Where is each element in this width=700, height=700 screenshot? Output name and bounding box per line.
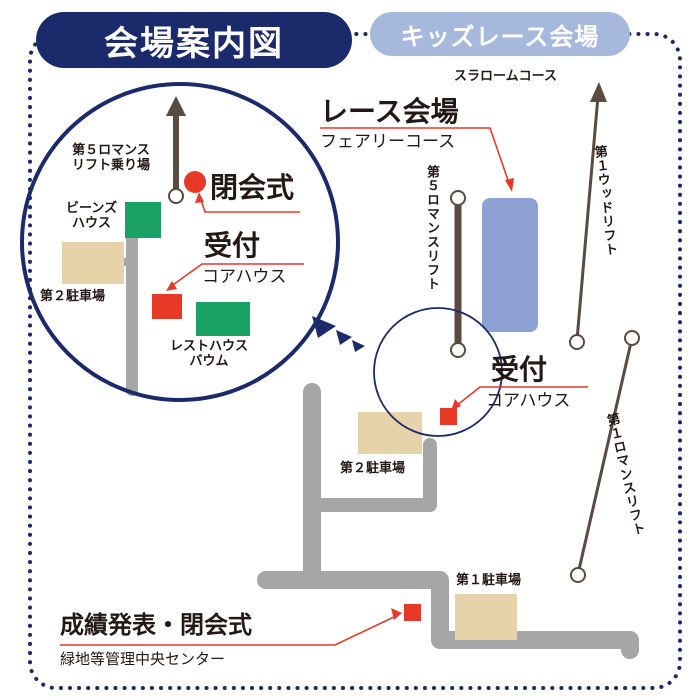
inset-rest-line2: バウム [189,353,229,369]
inset-lift5-station-label: 第５ロマンス リフト乗り場 [72,143,151,174]
inset-closing-marker [184,171,206,193]
inset-beans-house [125,202,161,238]
roads [120,226,639,659]
lift5-label: 第５ロマンスリフト [423,165,439,291]
zoom-circle [373,307,503,437]
inset-core-house [152,294,182,319]
lift1-wood-line [575,95,600,341]
race-leader-arrow [505,178,514,192]
inset-circle [20,82,340,402]
lift1-romance-bottom-station [570,567,586,583]
zoom-pointer-3 [352,340,365,352]
lift1-wood-arrow [590,82,607,102]
parking1-area [455,594,517,640]
inset-lift5-station [168,188,184,204]
lift5-top-station [450,190,466,206]
race-venue-label: レース会場 [320,95,459,128]
results-leader-arrow [391,608,402,620]
management-center-label: 緑地等管理中央センター [60,650,226,668]
zoom-pointer-2 [336,330,352,345]
inset-lift5-arrow [166,96,186,116]
lift1-romance-line [576,337,634,575]
lift1-romance-top-station [624,330,640,346]
inset-lift5-station-line1: 第５ロマンス [72,143,150,158]
dotted-border [28,32,682,690]
parking2-area [358,412,422,454]
inset-beans-label: ビーンズ ハウス [66,201,118,232]
inset-core-house-label: コアハウス [202,267,287,287]
kids-venue-badge: キッズレース会場 [370,12,630,56]
reception-label: 受付 [491,353,548,386]
lift5-bottom-station [450,342,466,358]
inset-beans-line2: ハウス [72,215,112,231]
fairy-course-slope [482,198,538,332]
fairy-course-label: フェアリーコース [320,132,456,152]
inset-parking2-label: 第２駐車場 [40,289,106,304]
results-ceremony-label: 成績発表・閉会式 [60,611,252,639]
core-house-label: コアハウス [486,391,571,411]
inset-reception-label: 受付 [204,229,261,262]
inset-rest-house-label: レストハウス バウム [170,339,249,370]
inset-core-arrow [166,281,177,291]
slalom-course-label: スラロームコース [454,69,557,84]
inset-closing-arrow [195,192,204,203]
inset-lift5-station-line2: リフト乗り場 [72,157,151,173]
core-house-marker [440,408,457,425]
core-leader-arrow [451,399,461,411]
leader-lines [60,127,588,646]
page-title: 会場案内図 [36,12,352,68]
parking1-label: 第１駐車場 [456,573,522,588]
inset-parking2-area [62,242,124,284]
inset-beans-line1: ビーンズ [66,201,118,216]
inset-closing-label: 閉会式 [210,171,295,204]
inset-rest-line1: レストハウス [170,339,249,354]
results-marker [404,604,421,621]
inset-rest-house [196,302,250,336]
lift1-wood-station [569,334,585,350]
parking2-label: 第２駐車場 [340,461,406,476]
